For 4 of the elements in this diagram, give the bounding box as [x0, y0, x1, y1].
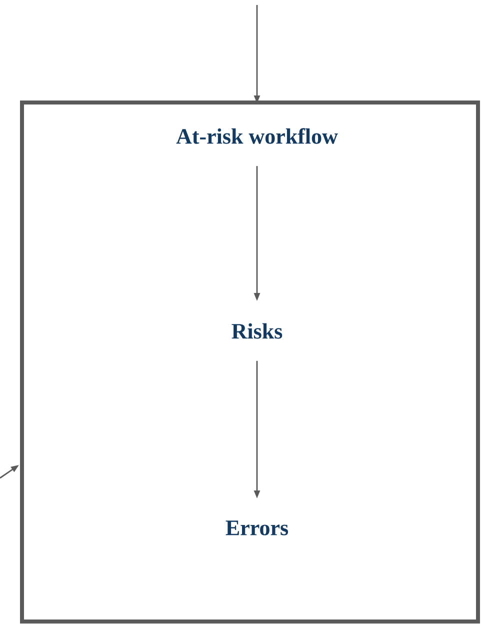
node-label: At-risk workflow [176, 128, 338, 144]
node-label: Risks [232, 323, 282, 339]
node-label: Errors [226, 520, 288, 536]
container-box [20, 100, 480, 624]
